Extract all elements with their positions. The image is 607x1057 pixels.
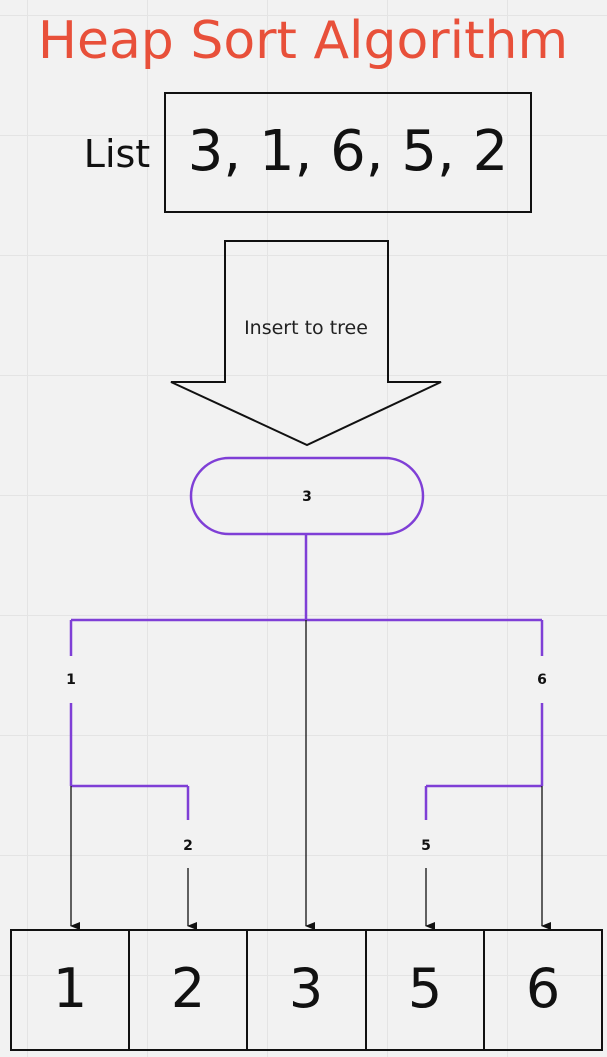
sorted-array-outline bbox=[10, 929, 603, 1051]
sorted-cell-value: 2 bbox=[171, 957, 205, 1020]
sorted-cell-value: 1 bbox=[53, 957, 87, 1020]
list-label: List bbox=[84, 132, 150, 176]
sorted-cell-value: 6 bbox=[526, 957, 560, 1020]
left-child-label: 1 bbox=[66, 672, 76, 688]
sorted-cell-value: 3 bbox=[289, 957, 323, 1020]
insert-arrow-label: Insert to tree bbox=[244, 317, 368, 339]
sorted-cell-value: 5 bbox=[408, 957, 442, 1020]
output-arrows bbox=[70, 620, 551, 930]
insert-arrow-shape bbox=[170, 240, 442, 447]
right-child-label: 6 bbox=[537, 672, 547, 688]
diagram-title: Heap Sort Algorithm bbox=[38, 11, 568, 71]
sorted-array: 1 2 3 5 6 bbox=[10, 929, 603, 1051]
root-node-label: 3 bbox=[302, 489, 312, 505]
list-values: 3, 1, 6, 5, 2 bbox=[188, 119, 509, 184]
left-right-grandchild-label: 2 bbox=[183, 838, 193, 854]
right-left-grandchild-label: 5 bbox=[421, 838, 431, 854]
list-box bbox=[164, 92, 532, 213]
